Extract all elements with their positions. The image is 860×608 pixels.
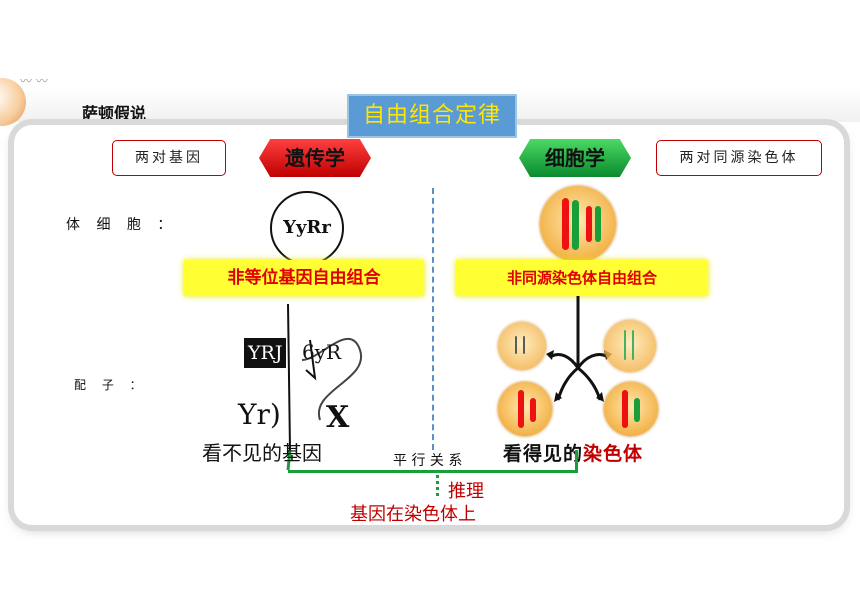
left-band: 非等位基因自由组合 [184,260,424,296]
center-divider [432,188,434,450]
gamete-label: 配 子 ： [74,378,148,392]
bottom-band [0,545,860,608]
daughter-cell-3 [498,382,552,436]
gamete-yr: Yr) [238,398,281,431]
branch-arrows [546,296,612,402]
green-connector [288,470,578,473]
cytology-arrow: 细胞学 [519,139,631,177]
green-connector-right [575,450,578,472]
daughter-cell-4 [604,382,658,436]
green-connector-down [436,470,439,496]
header-label: 萨顿假说 [82,104,147,123]
genotype-circle: YyRr [270,191,344,265]
parent-cell [540,186,616,262]
right-caption-b: 染色体 [583,443,644,465]
conclusion-label: 基因在染色体上 [350,504,476,525]
left-caption: 看不见的基因 [202,441,322,465]
birds-icon: 〰 〰 [20,74,48,88]
page-title: 自由组合定律 [347,94,517,138]
daughter-cell-1 [498,322,546,370]
gamete-yrj: YRJ [244,338,287,368]
right-tag: 两对同源染色体 [656,140,822,176]
inference-label: 推理 [448,481,484,502]
somatic-cell-label: 体 细 胞 ： [66,217,178,233]
right-caption: 看得见的染色体 [503,439,643,466]
gamete-strokes [286,303,363,471]
gamete-6yr: 6yR [302,340,342,364]
daughter-cell-2 [604,320,656,372]
left-tag: 两对基因 [112,140,226,176]
right-band: 非同源染色体自由组合 [456,260,708,296]
gamete-x: X [326,400,350,435]
right-caption-a: 看得见的 [503,443,584,465]
genetics-arrow: 遗传学 [259,139,371,177]
relation-label: 平 行 关 系 [389,450,467,470]
